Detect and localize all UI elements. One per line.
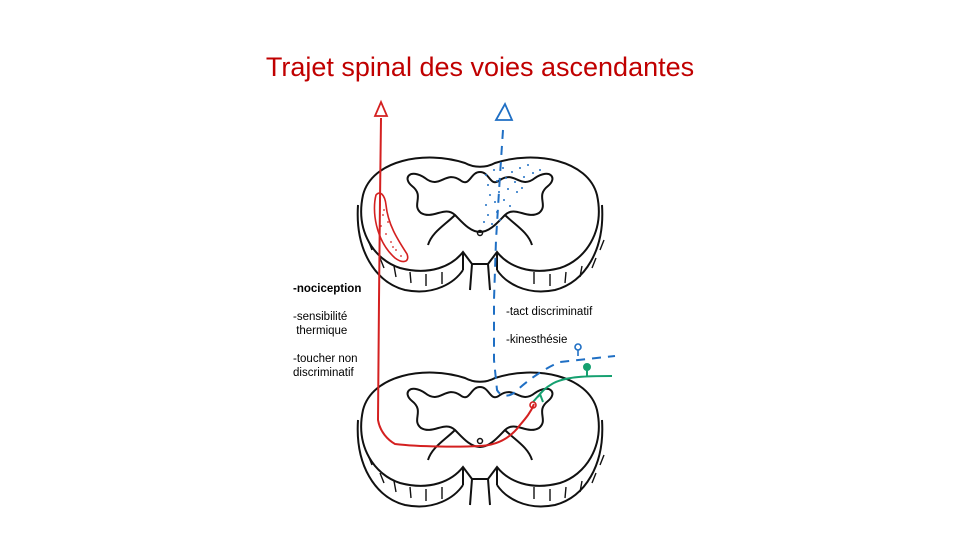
lower-grey-matter [406, 385, 554, 449]
upper-cord-section [356, 156, 605, 293]
dorsal-column-stipple [483, 164, 541, 225]
anterolateral-arrowhead [373, 99, 389, 117]
label-non-discriminative-touch: -toucher non discriminatif [293, 353, 358, 379]
dorsal-column-ascending-line [493, 129, 616, 397]
dorsal-column-pathway [493, 101, 616, 397]
upper-cord-depth-band [356, 204, 604, 293]
upper-band-ticks [367, 239, 605, 286]
spinothalamic-tract-stipple [379, 204, 402, 257]
afferent-fiber [532, 363, 613, 403]
slide-title: Trajet spinal des voies ascendantes [265, 52, 695, 82]
lower-band-ticks [367, 454, 605, 501]
anterolateral-pathway [373, 99, 537, 448]
upper-grey-matter [406, 170, 554, 234]
spinothalamic-tract-region [373, 192, 409, 263]
lower-cord-outline [360, 371, 600, 487]
label-thermal-sensitivity: -sensibilité thermique [293, 311, 348, 337]
upper-cord-outline [360, 156, 600, 272]
lower-cord-section [356, 371, 605, 508]
dorsal-column-arrowhead [494, 101, 514, 121]
label-kinesthesia: -kinesthésie [506, 334, 568, 346]
lower-central-canal [476, 437, 484, 445]
lower-cord-depth-band [356, 419, 604, 508]
label-discriminative-touch: -tact discriminatif [506, 306, 593, 318]
upper-central-canal [476, 229, 484, 237]
label-nociception: -nociception [293, 283, 362, 295]
anterolateral-ascending-line [376, 117, 535, 448]
